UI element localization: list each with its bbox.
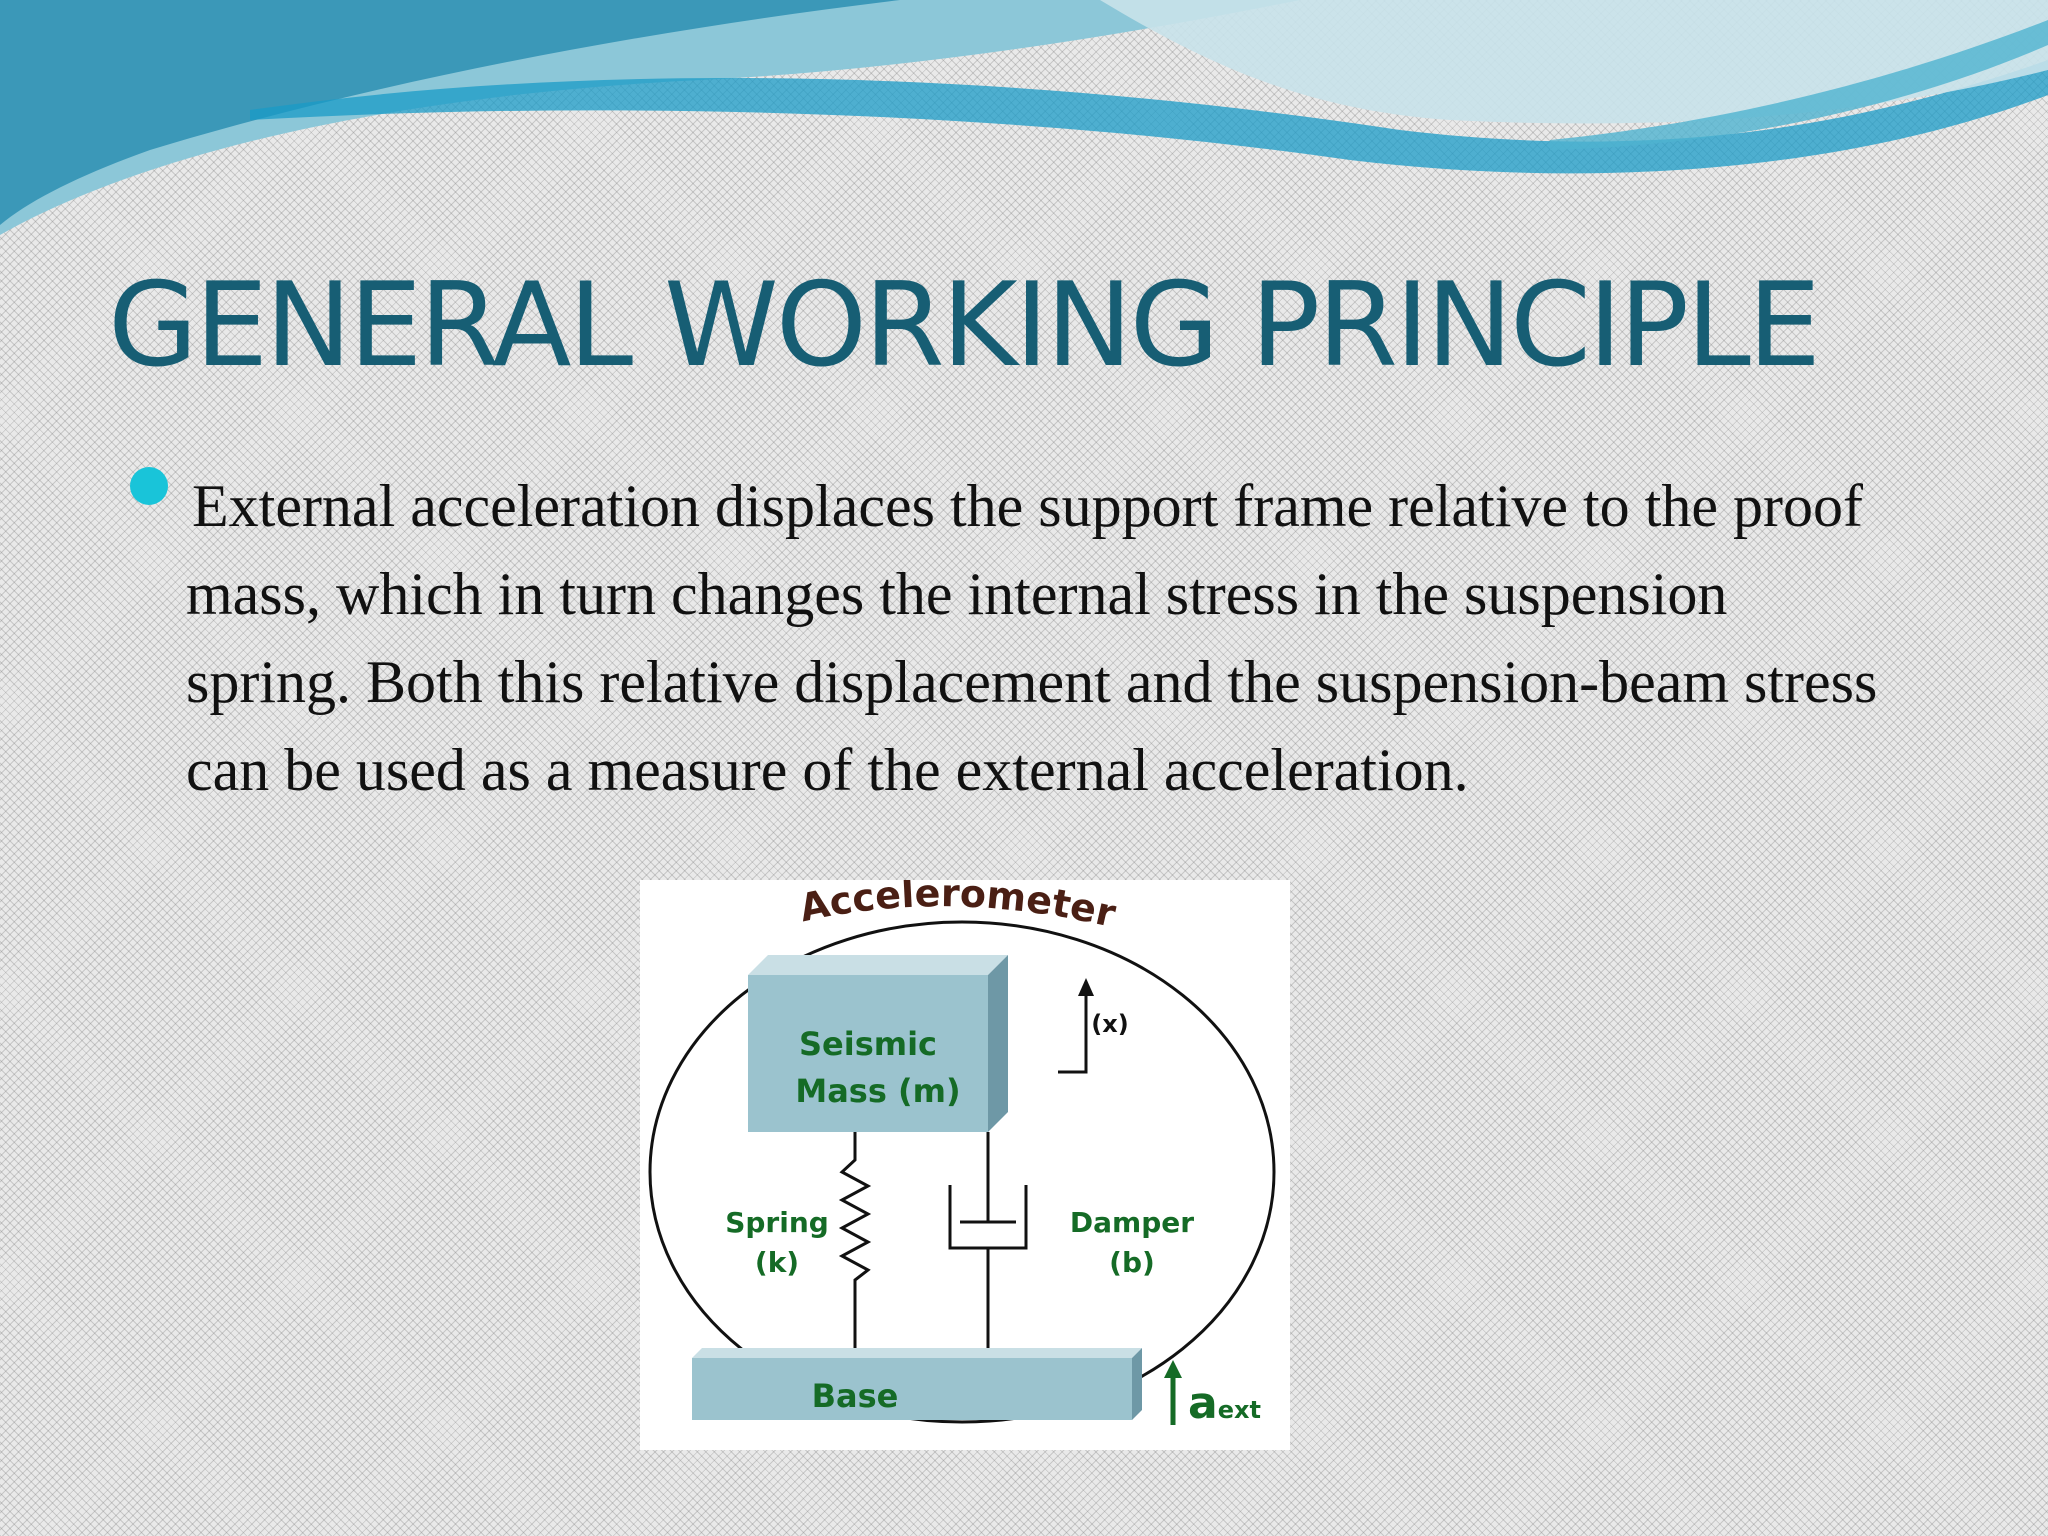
damper-label-line1: Damper — [1070, 1206, 1194, 1239]
slide-title: GENERAL WORKING PRINCIPLE — [108, 258, 1821, 393]
displacement-arrow — [1058, 992, 1088, 1074]
bullet-text: External acceleration displaces the supp… — [186, 473, 1878, 803]
housing-ellipse — [648, 920, 1276, 1424]
base-block — [692, 1348, 1142, 1420]
displacement-arrow-head — [1078, 978, 1094, 996]
spring-icon — [838, 1132, 872, 1358]
damper-icon — [948, 1132, 1028, 1358]
seismic-mass-block — [748, 955, 1008, 1132]
accelerometer-diagram: Accelerometer Seismic Mass (m) (x) Sprin… — [640, 880, 1290, 1450]
damper-label-line2: (b) — [1109, 1246, 1155, 1279]
accel-symbol: a — [1188, 1378, 1218, 1429]
spring-label-line1: Spring — [725, 1206, 829, 1239]
mass-label-line2: Mass (m) — [795, 1072, 960, 1110]
spring-label-line2: (k) — [755, 1246, 799, 1279]
displacement-label: (x) — [1091, 1010, 1128, 1038]
base-label: Base — [812, 1377, 899, 1415]
accel-arrow-head — [1164, 1360, 1182, 1378]
header-wave-decoration — [0, 0, 2048, 235]
bullet-icon — [130, 467, 168, 505]
mass-label-line1: Seismic — [799, 1025, 937, 1063]
accel-subscript: ext — [1218, 1396, 1261, 1424]
accel-label: aext — [1188, 1378, 1261, 1429]
